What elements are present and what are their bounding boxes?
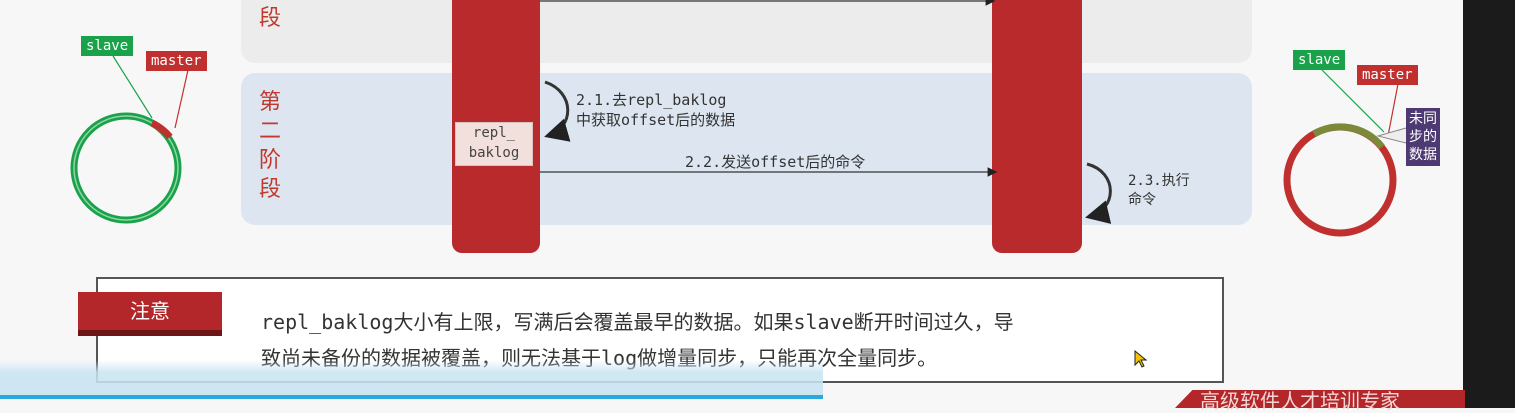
slave-pillar xyxy=(992,0,1082,253)
execute-loop-arrow xyxy=(1085,162,1112,224)
stage2-label-char: 第 xyxy=(258,90,281,115)
right-slave-tag: slave xyxy=(1293,50,1346,70)
left-slave-pointer xyxy=(112,55,153,119)
stage2-label-char: 二 xyxy=(258,119,281,144)
stage2-panel xyxy=(241,73,1252,225)
video-side-bar xyxy=(1463,0,1515,408)
stage2-label-char: 阶 xyxy=(258,148,281,173)
left-master-pointer xyxy=(174,69,189,129)
right-slave-pointer xyxy=(1321,69,1385,133)
step-2-3-text: 2.3.执行 命令 xyxy=(1128,172,1190,210)
repl-baklog-box: repl_ baklog xyxy=(455,122,533,166)
step-2-3-line: 2.3.执行 xyxy=(1128,173,1190,189)
right-unsynced-arc xyxy=(1312,123,1385,150)
footer-slogan: 高级软件人才培训专家 xyxy=(1200,389,1400,413)
stage1-label-char: 段 xyxy=(258,6,281,31)
step-2-3-line: 命令 xyxy=(1128,192,1156,208)
unsynced-data-line: 步的 xyxy=(1409,129,1437,145)
video-progress-bar[interactable] xyxy=(0,395,823,399)
left-master-tag: master xyxy=(146,51,207,71)
repl-baklog-line: baklog xyxy=(468,145,520,161)
left-slave-tag: slave xyxy=(81,36,134,56)
note-text-line: repl_baklog大小有上限，写满后会覆盖最早的数据。如果slave断开时间… xyxy=(261,310,1014,334)
footer-banner xyxy=(1175,390,1465,408)
stage2-label-char: 段 xyxy=(258,177,281,202)
right-master-pointer xyxy=(1387,83,1399,137)
stage2-label: 第 二 阶 段 xyxy=(255,88,285,204)
step-2-1-line: 2.1.去repl_baklog xyxy=(576,91,727,109)
stage1-label: 段 xyxy=(255,4,285,33)
fetch-loop-arrow xyxy=(544,80,571,142)
video-progress-wave xyxy=(0,360,823,395)
step-2-1-text: 2.1.去repl_baklog 中获取offset后的数据 xyxy=(576,90,735,130)
stage1-panel xyxy=(241,0,1252,63)
repl-baklog-line: repl_ xyxy=(472,125,516,141)
unsynced-data-tag: 未同 步的 数据 xyxy=(1406,108,1440,166)
unsynced-data-line: 未同 xyxy=(1409,111,1437,127)
unsynced-callout-pointer xyxy=(1376,127,1407,144)
left-master-arc xyxy=(150,119,173,140)
step-2-2-text: 2.2.发送offset后的命令 xyxy=(685,153,866,171)
mouse-cursor-icon xyxy=(1134,350,1148,368)
step-2-1-line: 中获取offset后的数据 xyxy=(576,111,736,129)
unsynced-data-line: 数据 xyxy=(1409,147,1437,163)
note-label: 注意 xyxy=(78,292,222,330)
right-master-tag: master xyxy=(1357,65,1418,85)
